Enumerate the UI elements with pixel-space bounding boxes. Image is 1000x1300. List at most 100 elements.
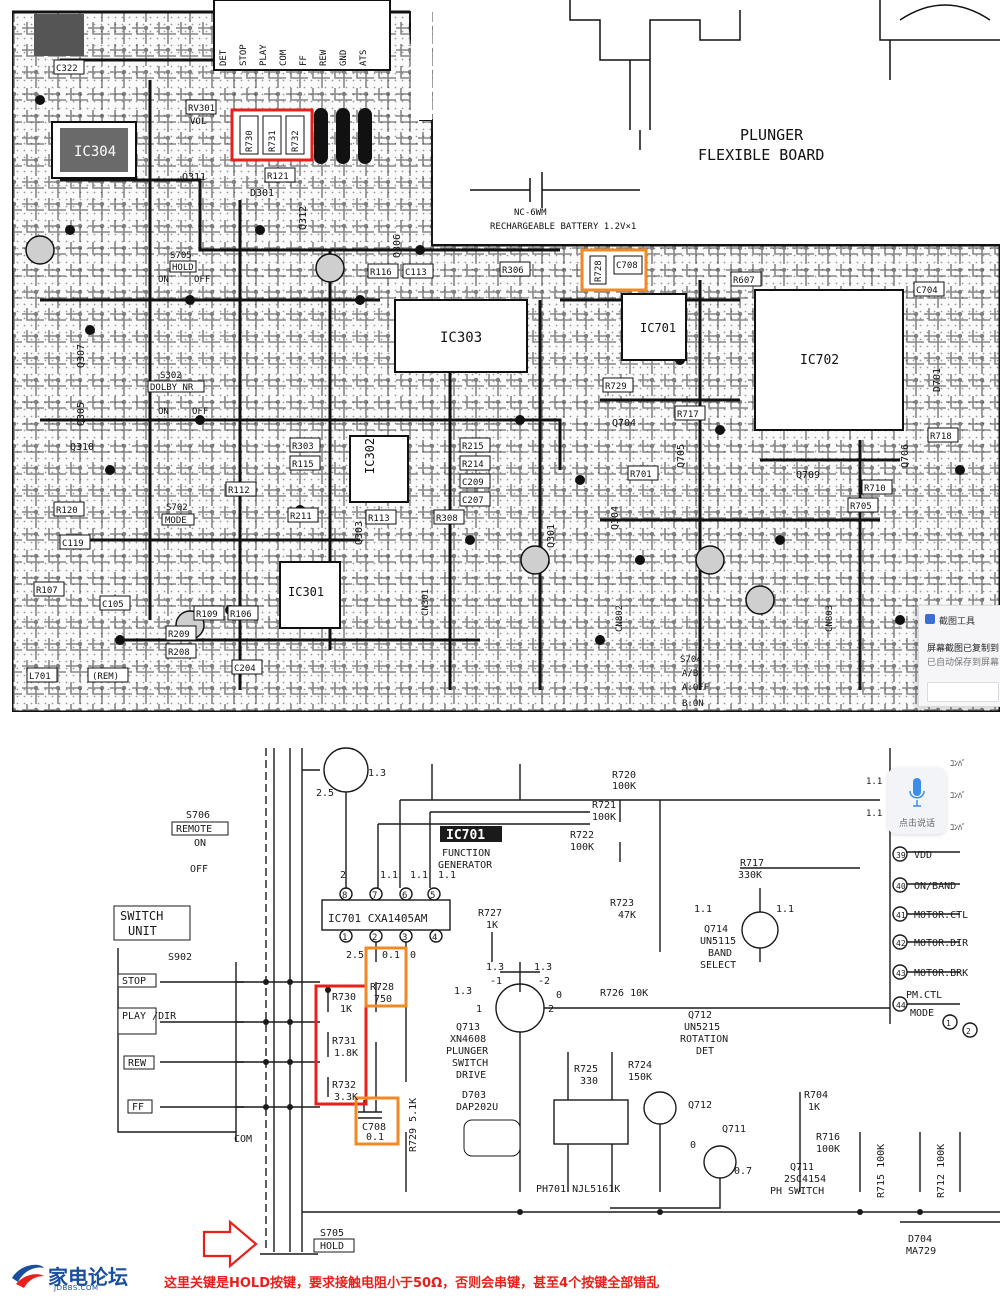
key-ff: FF — [132, 1102, 144, 1113]
pcb-r607: R607 — [733, 276, 755, 286]
r727-label: R727 — [478, 908, 502, 919]
pin-label-rew: REW — [319, 49, 329, 66]
r725-label: R725 — [574, 1064, 598, 1075]
pcb-r710: R710 — [864, 484, 886, 494]
q713-pin-2: 2 — [548, 1004, 554, 1015]
pcb-d701: D701 — [932, 368, 943, 392]
v-pin3: 0 — [410, 950, 416, 961]
v-q713-0: 0 — [556, 990, 562, 1001]
key-stop: STOP — [122, 976, 146, 987]
q714-2: UN5115 — [700, 936, 736, 947]
r723-value: 47K — [618, 910, 636, 921]
pcb-vol: VOL — [190, 117, 206, 127]
kon-1: ｺﾝﾊﾞ — [950, 759, 966, 768]
pcb-s702: S702 — [166, 503, 188, 513]
r716-label: R716 — [816, 1132, 840, 1143]
pcb-c322: C322 — [56, 64, 78, 74]
red-highlight-ladder — [314, 984, 368, 1106]
r731-value: 1.8K — [334, 1048, 358, 1059]
red-arrow-icon — [202, 1219, 258, 1269]
q711-desc-3: PH SWITCH — [770, 1186, 824, 1197]
screenshot-tool-toast[interactable]: 截图工具 屏幕截图已复制到 已自动保存到屏幕 — [918, 605, 1000, 707]
v-pin1: 2.5 — [346, 950, 364, 961]
com-label: COM — [234, 1134, 252, 1145]
q713-pin-neg1: -1 — [490, 976, 502, 987]
ic701-badge: IC701 — [446, 828, 485, 843]
ic301-body — [279, 561, 341, 629]
pcb-drawing: IC304 IC303 IC302 IC301 IC701 IC702 DET … — [10, 0, 1000, 714]
pcb-c119: C119 — [62, 539, 84, 549]
q713-5: DRIVE — [456, 1070, 486, 1081]
q713-pin-neg2: -2 — [538, 976, 550, 987]
c708-value: 0.1 — [366, 1132, 384, 1143]
pcb-s704-ab: A/B — [682, 669, 698, 679]
pcb-mode: MODE — [165, 516, 187, 526]
pcb-q306: Q306 — [392, 234, 403, 258]
pin-label-com: COM — [279, 49, 289, 66]
pcb-r116: R116 — [370, 268, 392, 278]
microphone-icon — [909, 778, 925, 807]
v-q711-0: 0 — [690, 1140, 696, 1151]
q712-desc-3: ROTATION — [680, 1034, 728, 1045]
pcb-cn803: CN803 — [825, 605, 835, 632]
ic-pin-3: 3 — [402, 933, 407, 943]
toast-action-bar[interactable] — [927, 682, 999, 702]
pcb-q307: Q307 — [76, 344, 87, 368]
pcb-r705: R705 — [850, 502, 872, 512]
pin-label-play: PLAY — [259, 44, 269, 66]
pcb-cn802: CN802 — [615, 605, 625, 632]
r720-value: 100K — [612, 781, 636, 792]
ic-pin-6: 6 — [402, 891, 407, 901]
pcb-s705-on: ON — [158, 275, 169, 285]
pcb-c209: C209 — [462, 478, 484, 488]
ic701-body — [621, 293, 687, 361]
pcb-q704: Q704 — [612, 418, 636, 429]
pcb-q705: Q705 — [676, 444, 687, 468]
v-q714-2: 1.1 — [776, 904, 794, 915]
r721-label: R721 — [592, 800, 616, 811]
pcb-r717: R717 — [677, 410, 699, 420]
logo-swoosh-icon — [12, 1264, 44, 1288]
d703-2: DAP202U — [456, 1102, 498, 1113]
q711-desc-2: 2SC4154 — [784, 1174, 826, 1185]
pcb-q301: Q301 — [546, 524, 557, 548]
pcb-q311: Q311 — [182, 172, 206, 183]
pin-on-band: ON/BAND — [914, 881, 956, 892]
r732-label: R732 — [332, 1080, 356, 1091]
label-ic301: IC301 — [288, 585, 324, 599]
ic-pin-7: 7 — [372, 891, 377, 901]
label-ic304: IC304 — [74, 144, 116, 160]
q713-2: XN4608 — [450, 1034, 486, 1045]
pcb-r120: R120 — [56, 506, 78, 516]
v-q713-3: 1.3 — [454, 986, 472, 997]
s706-off: OFF — [190, 864, 208, 875]
pin-label-stop: STOP — [239, 44, 249, 66]
key-rew: REW — [128, 1058, 147, 1069]
hold-label: HOLD — [320, 1241, 344, 1252]
toast-title: 截图工具 — [939, 617, 976, 627]
d704-1: D704 — [908, 1234, 932, 1245]
pin-label-det: DET — [219, 49, 229, 66]
pcb-q310: Q310 — [70, 442, 94, 453]
ic-pin-4: 4 — [432, 933, 437, 943]
pcb-r731: R731 — [268, 130, 278, 152]
pin-vdd: VDD — [914, 850, 932, 861]
pin-39: 39 — [896, 851, 906, 860]
r730-label: R730 — [332, 992, 356, 1003]
plunger-label-2: FLEXIBLE BOARD — [698, 146, 824, 164]
r717-value: 330K — [738, 870, 762, 881]
v-pin7: 1.1 — [380, 870, 398, 881]
pcb-q303: Q303 — [354, 521, 365, 545]
v-pin5: 1.1 — [438, 870, 456, 881]
plunger-label-1: PLUNGER — [740, 126, 804, 144]
ic701-part-name: IC701 CXA1405AM — [328, 912, 428, 925]
label-ic702: IC702 — [800, 353, 839, 368]
pcb-r106: R106 — [230, 610, 252, 620]
v-q-2-5: 2.5 — [316, 788, 334, 799]
pin-motor-dir: MOTOR.DIR — [914, 938, 969, 949]
ic701-func-1: FUNCTION — [442, 848, 490, 859]
voice-input-button[interactable]: 点击说话 — [888, 768, 946, 834]
q712-desc-1: Q712 — [688, 1010, 712, 1021]
v-q711-0-7: 0.7 — [734, 1166, 752, 1177]
pcb-r112: R112 — [228, 486, 250, 496]
